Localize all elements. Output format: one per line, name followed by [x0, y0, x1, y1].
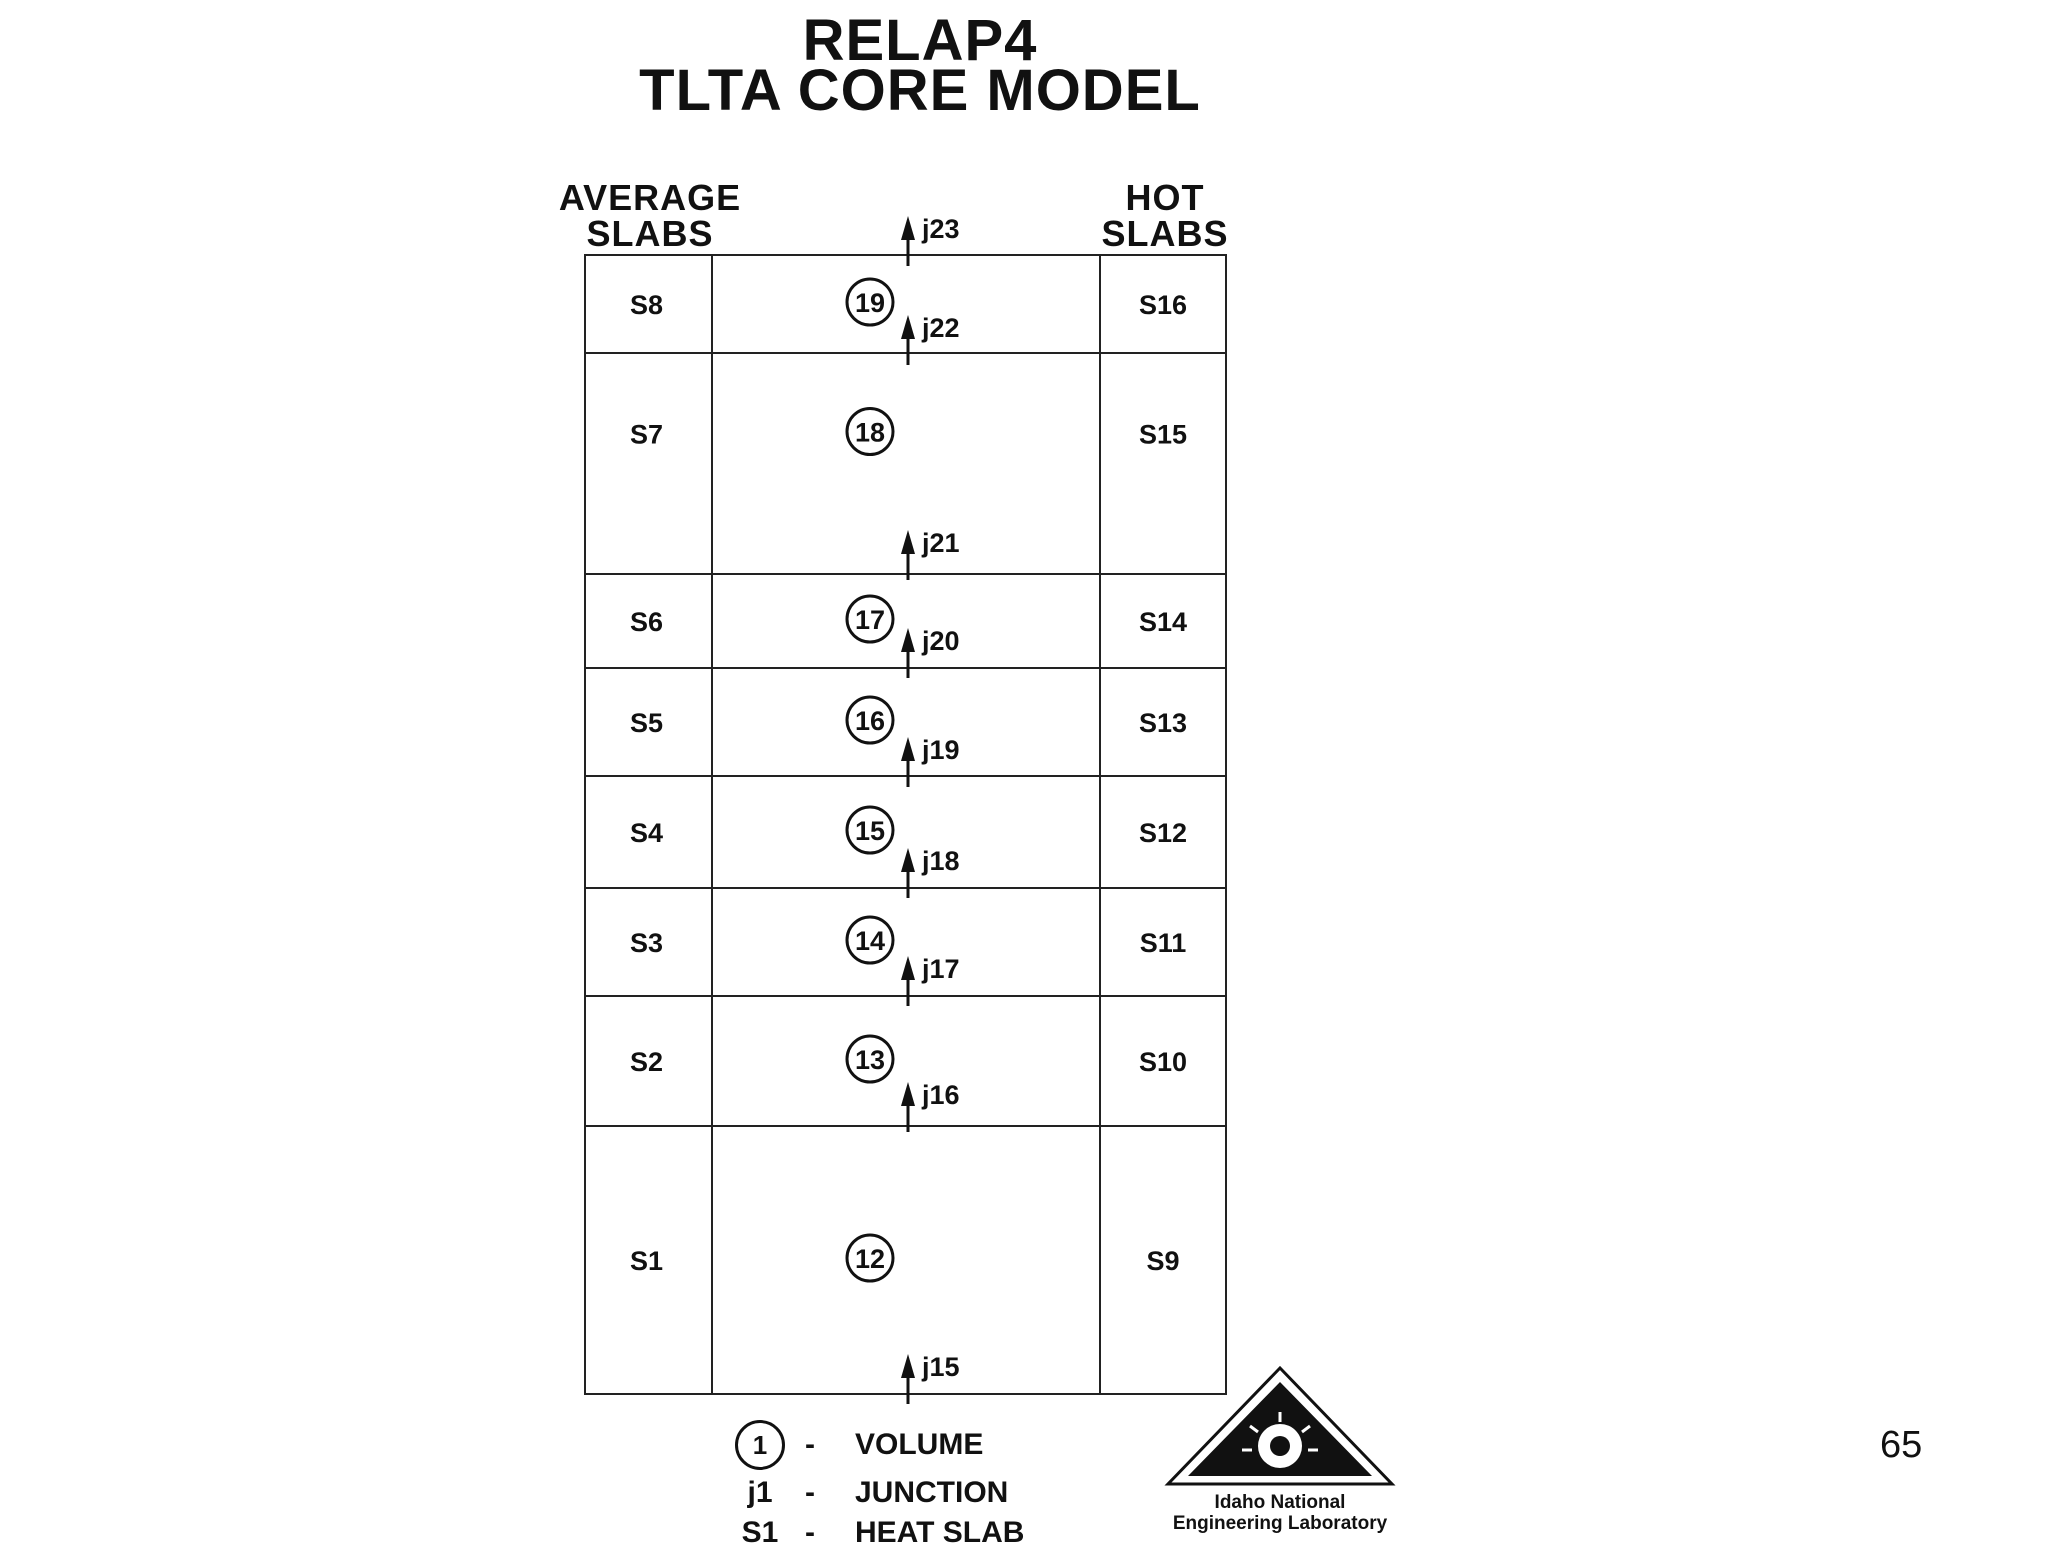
volume-number: 12 [855, 1244, 885, 1274]
hot-slab-label: S9 [1146, 1246, 1179, 1276]
legend-volume-label: VOLUME [855, 1428, 984, 1461]
junction-arrow-head-icon [901, 1354, 915, 1378]
hot-slab-label: S14 [1139, 607, 1187, 637]
legend-volume-symbol: 1 [735, 1420, 785, 1470]
junction-label: j20 [921, 626, 960, 656]
volume-number: 18 [855, 418, 885, 448]
legend-dash: - [805, 1428, 815, 1461]
junction-arrow-head-icon [901, 737, 915, 761]
average-slab-label: S3 [630, 928, 663, 958]
average-header-line2: SLABS [586, 213, 714, 254]
junction-arrow-head-icon [901, 628, 915, 652]
diagram-title-line2: TLTA CORE MODEL [639, 58, 1201, 123]
volume-number: 16 [855, 706, 885, 736]
volume-circle [845, 594, 895, 644]
junction-label: j19 [921, 735, 960, 765]
average-slab-label: S8 [630, 290, 663, 320]
junction-arrow-head-icon [901, 956, 915, 980]
junction-label: j16 [921, 1080, 960, 1110]
hot-slab-label: S13 [1139, 708, 1187, 738]
junction-label: j18 [921, 846, 960, 876]
junction-label: j23 [921, 214, 960, 244]
inel-triangle-emblem-icon [1164, 1365, 1396, 1486]
volume-number: 15 [855, 816, 885, 846]
junction-arrow-head-icon [901, 848, 915, 872]
average-slab-label: S7 [630, 420, 663, 450]
hot-slab-label: S15 [1139, 420, 1187, 450]
junction-label: j15 [921, 1352, 960, 1382]
volume-number: 14 [855, 926, 885, 956]
junction-arrow-head-icon [901, 315, 915, 339]
average-slabs-header: AVERAGE SLABS [540, 180, 760, 252]
average-slab-label: S6 [630, 607, 663, 637]
logo-text-line2: Engineering Laboratory [1172, 1513, 1388, 1534]
hot-slabs-header: HOT SLABS [1085, 180, 1245, 252]
core-frame [584, 254, 1227, 1395]
logo-text-line1: Idaho National [1214, 1492, 1346, 1513]
junction-arrow-head-icon [901, 1082, 915, 1106]
junction-label: j17 [921, 954, 960, 984]
legend-junction-label: JUNCTION [855, 1476, 1009, 1509]
legend-row-junction: j1 - JUNCTION [715, 1478, 1165, 1512]
hot-slab-label: S12 [1139, 818, 1187, 848]
junction-arrow-head-icon [901, 216, 915, 240]
volume-circle [845, 915, 895, 965]
hot-header-line1: HOT [1125, 177, 1205, 218]
average-header-line1: AVERAGE [558, 177, 742, 218]
junction-arrow-head-icon [901, 530, 915, 554]
average-slab-label: S1 [630, 1246, 663, 1276]
legend-dash: - [805, 1476, 815, 1509]
volume-circle [845, 1233, 895, 1283]
hot-slab-label: S10 [1139, 1047, 1187, 1077]
average-slab-label: S5 [630, 708, 663, 738]
average-slab-label: S4 [630, 818, 663, 848]
legend-row-heat-slab: S1 - HEAT SLAB [715, 1518, 1165, 1548]
junction-label: j21 [921, 528, 960, 558]
legend-slab-symbol: S1 [741, 1516, 779, 1549]
hot-header-line2: SLABS [1101, 213, 1229, 254]
volume-number: 17 [855, 605, 885, 635]
legend-row-volume: 1 - VOLUME [715, 1420, 1165, 1470]
average-slab-label: S2 [630, 1047, 663, 1077]
hot-slab-label: S11 [1140, 928, 1187, 958]
volume-number: 13 [855, 1045, 885, 1075]
inel-logo: Idaho National Engineering Laboratory [1150, 1360, 1410, 1536]
volume-circle [845, 407, 895, 456]
junction-label: j22 [921, 313, 960, 343]
legend-slab-label: HEAT SLAB [855, 1516, 1025, 1549]
page-number: 65 [1880, 1424, 1923, 1466]
legend-junction-symbol: j1 [747, 1476, 773, 1509]
volume-circle [845, 695, 895, 745]
volume-circle [845, 1034, 895, 1084]
volume-number: 19 [855, 288, 885, 318]
diagram-title-line1: RELAP4 [802, 8, 1038, 73]
volume-circle [845, 805, 895, 855]
hot-slab-label: S16 [1139, 290, 1187, 320]
legend-dash: - [805, 1516, 815, 1549]
volume-circle [845, 277, 895, 327]
